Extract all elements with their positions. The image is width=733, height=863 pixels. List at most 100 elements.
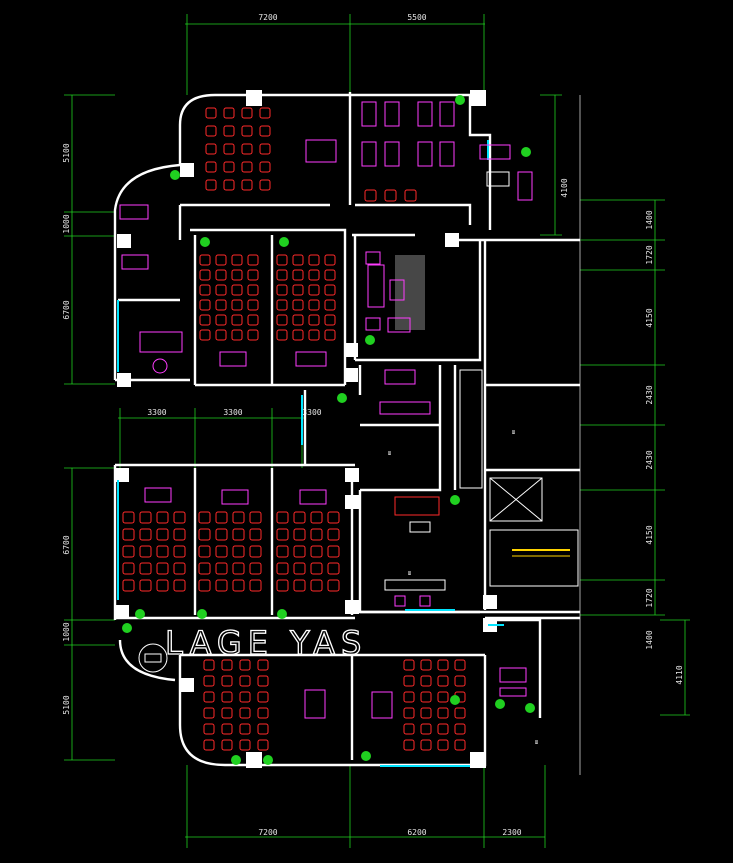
dim-right-2: 1400 bbox=[645, 210, 654, 229]
chair-symbol bbox=[223, 107, 235, 119]
plant-symbol bbox=[279, 237, 289, 247]
chair-symbol bbox=[241, 125, 253, 137]
chair-symbol bbox=[231, 254, 243, 266]
chair-symbol bbox=[156, 579, 169, 592]
chair-symbol bbox=[259, 125, 271, 137]
chair-symbol bbox=[199, 299, 211, 311]
chair-symbol bbox=[215, 329, 227, 341]
chair-symbol bbox=[276, 579, 289, 592]
windows bbox=[117, 140, 504, 767]
chair-symbol bbox=[293, 562, 306, 575]
chair-symbol bbox=[259, 161, 271, 173]
chair-symbol bbox=[276, 269, 288, 281]
chair-symbol bbox=[247, 299, 259, 311]
chair-symbol bbox=[364, 189, 377, 202]
dim-bottom-1: 7200 bbox=[258, 828, 277, 837]
chair-symbol bbox=[199, 269, 211, 281]
chair-symbol bbox=[327, 511, 340, 524]
chair-symbol bbox=[276, 562, 289, 575]
chair-symbol bbox=[203, 675, 215, 687]
chair-symbol bbox=[203, 739, 215, 751]
chair-symbol bbox=[156, 528, 169, 541]
chair-symbol bbox=[403, 659, 415, 671]
plant-symbol bbox=[365, 335, 375, 345]
chair-symbol bbox=[308, 269, 320, 281]
chair-symbol bbox=[327, 579, 340, 592]
chair-symbol bbox=[232, 579, 245, 592]
chair-symbol bbox=[310, 528, 323, 541]
chair-symbol bbox=[310, 545, 323, 558]
chair-symbol bbox=[215, 284, 227, 296]
chair-symbol bbox=[199, 284, 211, 296]
chair-symbol bbox=[324, 254, 336, 266]
chair-symbol bbox=[420, 723, 432, 735]
chair-symbol bbox=[308, 284, 320, 296]
teacher-desk bbox=[299, 489, 327, 505]
plant-symbol bbox=[455, 95, 465, 105]
chair-symbol bbox=[232, 562, 245, 575]
chair-symbol bbox=[215, 299, 227, 311]
teacher-desk bbox=[221, 489, 249, 505]
chair-symbol bbox=[249, 511, 262, 524]
chair-symbol bbox=[403, 739, 415, 751]
chair-symbol bbox=[198, 511, 211, 524]
dim-right-7: 4150 bbox=[645, 525, 654, 544]
chair-symbol bbox=[232, 511, 245, 524]
chair-symbol bbox=[232, 528, 245, 541]
stool bbox=[152, 358, 168, 374]
chair-symbol bbox=[276, 284, 288, 296]
chair-symbol bbox=[205, 179, 217, 191]
dim-right-5: 2430 bbox=[645, 385, 654, 404]
chair-symbol bbox=[310, 579, 323, 592]
chair-symbol bbox=[221, 675, 233, 687]
chair-symbol bbox=[231, 284, 243, 296]
chair-symbol bbox=[293, 545, 306, 558]
chair-symbol bbox=[139, 545, 152, 558]
chair-symbol bbox=[156, 562, 169, 575]
chair-symbol bbox=[139, 579, 152, 592]
chair-symbol bbox=[276, 511, 289, 524]
chair-symbol bbox=[327, 545, 340, 558]
dim-mid-2: 3300 bbox=[223, 408, 242, 417]
plants bbox=[122, 95, 535, 765]
chair-symbol bbox=[247, 314, 259, 326]
chair-symbol bbox=[404, 189, 417, 202]
chair-symbol bbox=[420, 707, 432, 719]
chair-symbol bbox=[215, 579, 228, 592]
furniture bbox=[119, 101, 570, 719]
chair-symbol bbox=[420, 691, 432, 703]
teacher-desk bbox=[371, 691, 393, 719]
chair-symbol bbox=[241, 107, 253, 119]
dim-right-1: 4100 bbox=[560, 178, 569, 197]
chair-symbol bbox=[292, 254, 304, 266]
plant-symbol bbox=[277, 609, 287, 619]
chair-symbol bbox=[122, 545, 135, 558]
meeting-table bbox=[139, 331, 183, 353]
chair-symbol bbox=[241, 161, 253, 173]
plant-symbol bbox=[361, 751, 371, 761]
chair-symbol bbox=[156, 545, 169, 558]
chair-symbol bbox=[257, 723, 269, 735]
chair-symbol bbox=[223, 161, 235, 173]
chair-symbol bbox=[420, 675, 432, 687]
chair-symbol bbox=[203, 707, 215, 719]
chair-symbol bbox=[437, 723, 449, 735]
plant-symbol bbox=[495, 699, 505, 709]
plant-symbol bbox=[521, 147, 531, 157]
chair-symbol bbox=[173, 545, 186, 558]
dim-bottom-2: 6200 bbox=[407, 828, 426, 837]
classroom-chairs bbox=[122, 107, 466, 751]
chair-symbol bbox=[215, 528, 228, 541]
chair-symbol bbox=[231, 329, 243, 341]
brand-wordmark: LAGE YAS bbox=[165, 624, 367, 662]
room-label: Ш bbox=[388, 451, 391, 457]
dim-mid-1: 3300 bbox=[147, 408, 166, 417]
chair-symbol bbox=[292, 284, 304, 296]
chair-symbol bbox=[173, 579, 186, 592]
plant-symbol bbox=[170, 170, 180, 180]
chair-symbol bbox=[257, 675, 269, 687]
chair-symbol bbox=[156, 511, 169, 524]
chair-symbol bbox=[215, 562, 228, 575]
chair-symbol bbox=[205, 143, 217, 155]
chair-symbol bbox=[249, 579, 262, 592]
